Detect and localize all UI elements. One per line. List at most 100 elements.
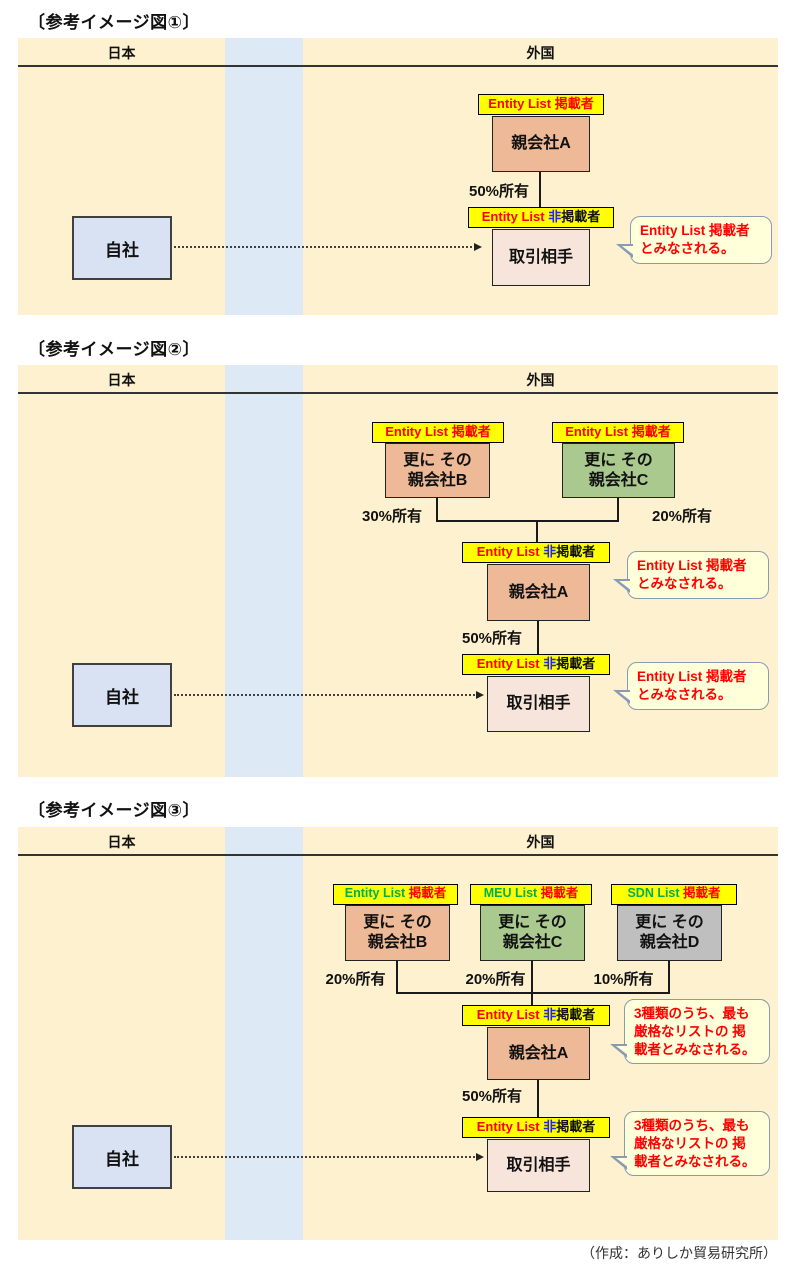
tag-list-name: Entity List <box>476 1119 540 1134</box>
trade-partner-label: 取引相手 <box>508 248 573 266</box>
connector-line <box>536 520 538 543</box>
entity-list-non-listed-tag: Entity List 非掲載者 <box>462 1117 610 1138</box>
parent-company-a-box: 親会社A <box>487 1027 590 1080</box>
trade-partner-box: 取引相手 <box>487 676 590 732</box>
tag-non: 非 <box>543 1007 557 1022</box>
ownership-percent-label: 20%所有 <box>465 971 526 988</box>
credit-footer: （作成：ありしか貿易研究所） <box>581 1245 777 1261</box>
foreign-header: 外国 <box>526 834 555 850</box>
japan-header: 日本 <box>107 45 136 61</box>
entity-list-tag: Entity List 掲載者 <box>478 94 604 115</box>
tag-suffix: 掲載者 <box>554 96 594 111</box>
own-company-label: 自社 <box>105 240 139 260</box>
arrow-head-icon <box>474 243 482 251</box>
grandparent-c-line2: 親会社C <box>502 934 563 951</box>
figure1-title: 〔参考イメージ図①〕 <box>28 13 201 32</box>
ownership-percent-label: 30%所有 <box>361 508 423 525</box>
ownership-percent-label: 10%所有 <box>593 971 654 988</box>
grandparent-b-line2: 親会社B <box>407 471 468 489</box>
grandparent-c-line1: 更に その <box>584 451 653 469</box>
connector-line <box>436 498 438 521</box>
transaction-arrow <box>174 691 484 699</box>
grandparent-b-line1: 更に その <box>363 914 432 931</box>
tag-non: 非 <box>543 656 557 671</box>
tag-suffix: 掲載者 <box>556 1119 596 1134</box>
tag-suffix: 掲載者 <box>556 544 596 559</box>
foreign-header: 外国 <box>526 372 555 388</box>
foreign-header: 外国 <box>526 45 555 61</box>
grandparent-b-line1: 更に その <box>403 451 472 469</box>
entity-list-tag: Entity List 掲載者 <box>333 884 458 905</box>
own-company-box: 自社 <box>72 1125 172 1189</box>
parent-company-a-box: 親会社A <box>487 564 590 621</box>
arrow-head-icon <box>476 1153 484 1161</box>
tag-non: 非 <box>543 544 557 559</box>
ownership-percent-label: 50%所有 <box>461 1088 523 1105</box>
transaction-arrow <box>174 1153 484 1161</box>
connector-line <box>668 961 670 994</box>
tag-suffix: 掲載者 <box>683 886 721 900</box>
ownership-percent-label: 50%所有 <box>468 183 530 200</box>
connector-line <box>531 961 533 1006</box>
tag-suffix: 掲載者 <box>451 424 491 439</box>
entity-list-tag: Entity List 掲載者 <box>552 422 684 443</box>
tag-list-name: Entity List <box>565 424 629 439</box>
connector-line <box>539 172 541 211</box>
own-company-box: 自社 <box>72 663 172 727</box>
grandparent-company-b-box: 更に その親会社B <box>345 905 450 961</box>
tag-suffix: 掲載者 <box>556 656 596 671</box>
grandparent-company-c-box: 更に その親会社C <box>562 443 675 498</box>
grandparent-company-b-box: 更に その親会社B <box>385 443 490 498</box>
tag-list-name: Entity List <box>476 656 540 671</box>
header-divider <box>18 854 778 856</box>
parent-company-a-label: 親会社A <box>508 583 569 601</box>
tag-list-name: Entity List <box>476 1007 540 1022</box>
japan-header: 日本 <box>107 834 136 850</box>
tag-suffix: 掲載者 <box>561 209 601 224</box>
figure3-panel: 日本 外国 Entity List 掲載者 MEU List 掲載者 SDN L… <box>18 827 778 1240</box>
parent-company-a-label: 親会社A <box>511 135 571 152</box>
border-band <box>225 827 303 1240</box>
deemed-listed-callout: Entity List 掲載者 とみなされる。 <box>613 662 769 710</box>
connector-line <box>396 961 398 994</box>
connector-line <box>537 1080 539 1118</box>
trade-partner-label: 取引相手 <box>506 1156 571 1174</box>
own-company-box: 自社 <box>72 216 172 280</box>
entity-list-tag: Entity List 掲載者 <box>372 422 504 443</box>
border-band <box>225 38 303 315</box>
connector-line <box>396 992 670 994</box>
transaction-arrow <box>174 243 482 251</box>
grandparent-company-d-box: 更に その親会社D <box>617 905 722 961</box>
entity-list-non-listed-tag: Entity List 非掲載者 <box>462 542 610 563</box>
tag-list-name: MEU List <box>483 886 538 900</box>
own-company-label: 自社 <box>105 687 139 707</box>
strictest-list-callout: 3種類のうち、最も 厳格なリストの 掲 載者とみなされる。 <box>610 999 770 1065</box>
tag-suffix: 掲載者 <box>408 886 447 900</box>
trade-partner-box: 取引相手 <box>492 229 590 286</box>
sdn-list-tag: SDN List 掲載者 <box>611 884 737 905</box>
tag-non: 非 <box>548 209 562 224</box>
grandparent-d-line1: 更に その <box>635 914 704 931</box>
ownership-percent-label: 20%所有 <box>325 971 386 988</box>
tag-suffix: 掲載者 <box>631 424 671 439</box>
header-divider <box>18 392 778 394</box>
deemed-listed-callout: Entity List 掲載者 とみなされる。 <box>613 551 769 599</box>
figure3-title: 〔参考イメージ図③〕 <box>28 801 201 820</box>
tag-list-name: Entity List <box>481 209 545 224</box>
header-divider <box>18 65 778 67</box>
tag-list-name: Entity List <box>344 886 406 900</box>
figure2-panel: 日本 外国 Entity List 掲載者 Entity List 掲載者 更に… <box>18 365 778 777</box>
tag-list-name: Entity List <box>488 96 552 111</box>
grandparent-company-c-box: 更に その親会社C <box>480 905 585 961</box>
grandparent-c-line2: 親会社C <box>588 471 649 489</box>
tag-suffix: 掲載者 <box>556 1007 596 1022</box>
meu-list-tag: MEU List 掲載者 <box>470 884 592 905</box>
figure1-panel: 日本 外国 Entity List 掲載者 親会社A 50%所有 Entity … <box>18 38 778 315</box>
grandparent-d-line2: 親会社D <box>639 934 700 951</box>
own-company-label: 自社 <box>105 1149 139 1169</box>
entity-list-non-listed-tag: Entity List 非掲載者 <box>468 207 614 228</box>
connector-line <box>537 621 539 655</box>
border-band <box>225 365 303 777</box>
entity-list-non-listed-tag: Entity List 非掲載者 <box>462 654 610 675</box>
